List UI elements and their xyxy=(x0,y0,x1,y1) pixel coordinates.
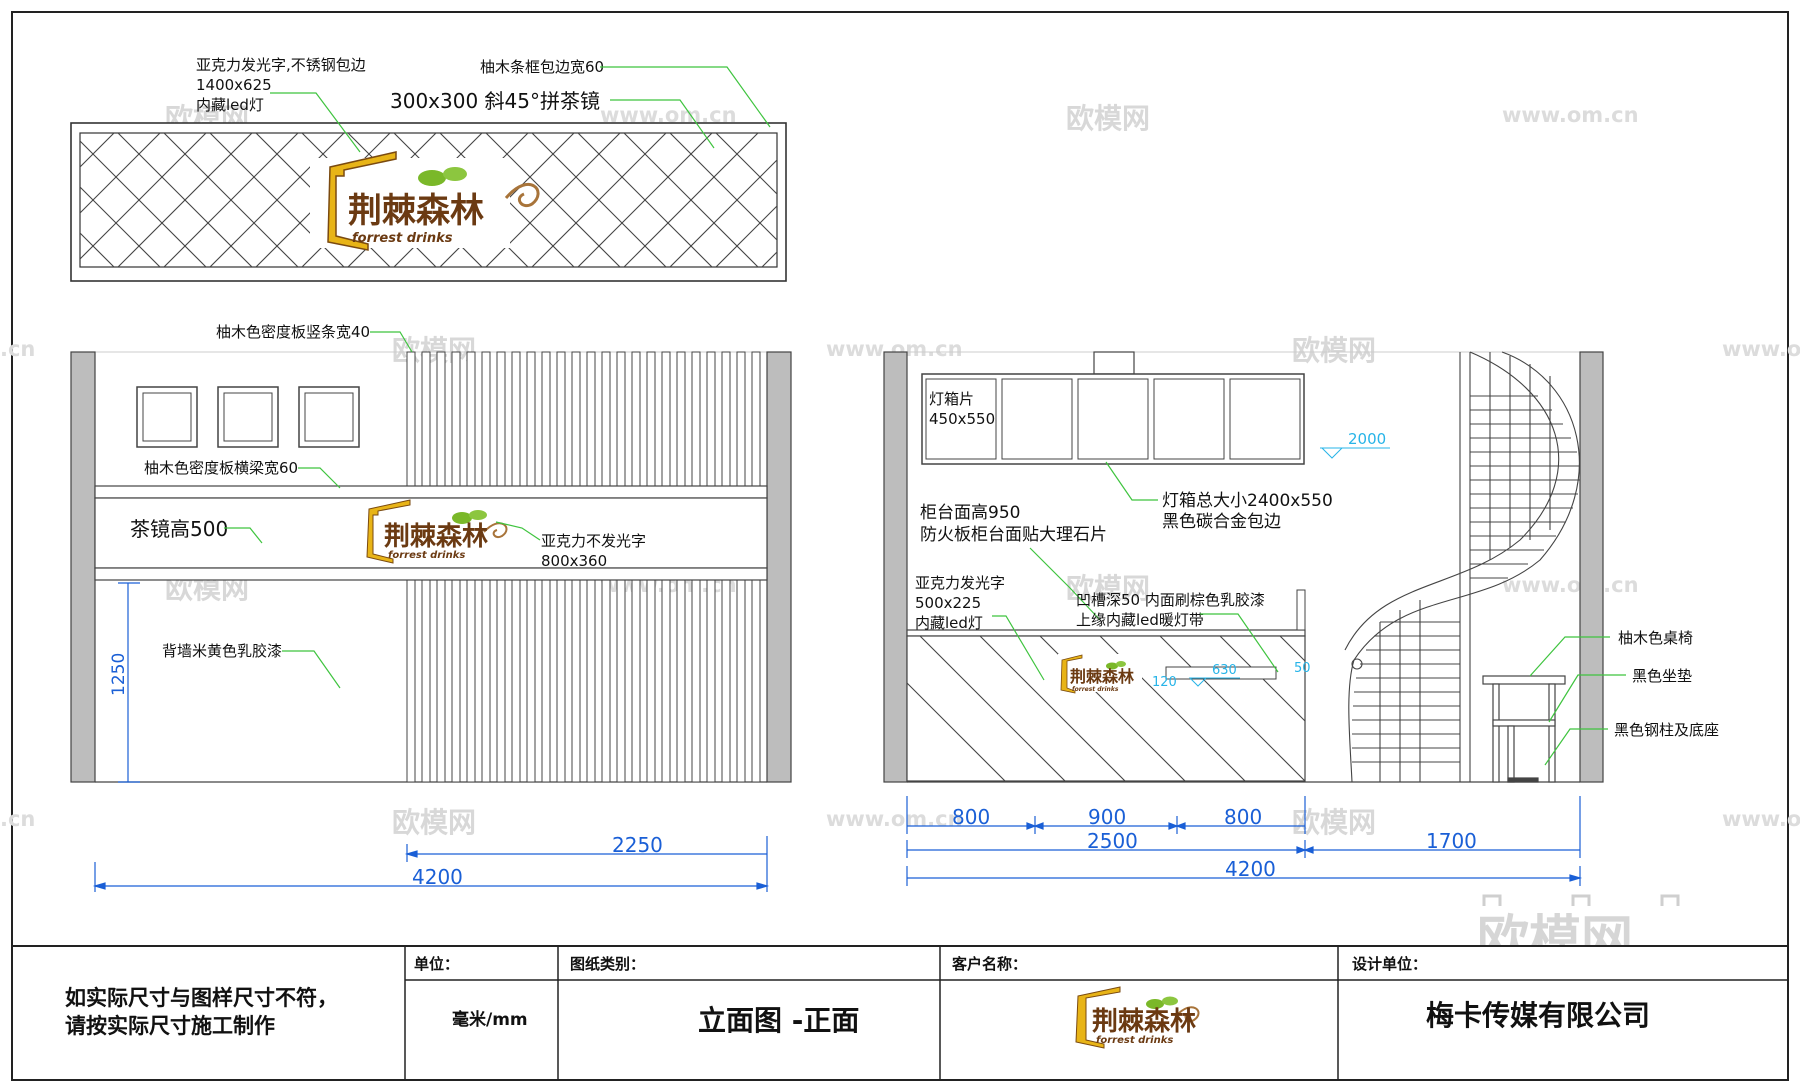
back-wall-dimensions xyxy=(92,582,770,892)
watermark-brand: 欧模网 xyxy=(392,334,476,367)
wall-acrylic-label: 亚克力不发光字 xyxy=(541,532,646,550)
counter-groove xyxy=(1165,666,1277,680)
counter-annotations: 灯箱片 450x550 灯箱总大小2400x550 黑色碳合金包边 柜台面高95… xyxy=(915,390,1719,766)
sign-acrylic-led: 内藏led灯 xyxy=(196,96,264,114)
counter-acrylic-led: 内藏led灯 xyxy=(915,614,983,632)
left-wall-column xyxy=(70,351,96,783)
watermark-brand: 欧模网 xyxy=(392,806,476,839)
watermark-url: www.om.cn xyxy=(1722,807,1800,831)
lightbox-panel-size: 450x550 xyxy=(929,410,995,428)
dim-50: 50 xyxy=(1294,661,1311,676)
counter-dimensions xyxy=(906,796,1583,886)
watermark-url: www.om.cn xyxy=(1502,573,1639,597)
title-block: 如实际尺寸与图样尺寸不符， 请按实际尺寸施工制作 单位： 毫米/mm 图纸类别：… xyxy=(11,945,1789,1081)
watermark-brand: 欧模网 xyxy=(1292,806,1376,839)
wall-logo: 荆棘森林 forrest drinks xyxy=(366,499,508,564)
groove-led-label: 上缘内藏led暖灯带 xyxy=(1076,611,1204,629)
svg-text:荆棘森林: 荆棘森林 xyxy=(1092,1007,1196,1037)
brand-logo: 荆棘森林 forrest drinks xyxy=(310,151,540,251)
wall-acrylic-size: 800x360 xyxy=(541,552,607,570)
tea-mirror-band xyxy=(94,497,768,569)
dim-900: 900 xyxy=(1088,805,1126,829)
wall-slats-label: 柚木色密度板竖条宽40 xyxy=(216,323,370,341)
back-wall-elevation: 荆棘森林 forrest drinks xyxy=(70,351,792,783)
sign-annotations: 亚克力发光字,不锈钢包边 1400x625 内藏led灯 柚木条框包边宽60 3… xyxy=(196,56,771,153)
lightbox-edge-label: 黑色碳合金包边 xyxy=(1162,512,1281,532)
right-wall-column xyxy=(1579,351,1604,783)
wall-beam-label: 柚木色密度板横梁宽60 xyxy=(144,459,298,477)
unit-value: 毫米/mm xyxy=(452,1009,528,1030)
sign-frame-label: 柚木条框包边宽60 xyxy=(480,58,604,76)
drawing-type: 立面图 -正面 xyxy=(698,1004,859,1037)
lightbox xyxy=(921,373,1305,465)
level-2000: 2000 xyxy=(1348,430,1386,448)
unit-heading: 单位： xyxy=(414,955,459,973)
note-line-2: 请按实际尺寸施工制作 xyxy=(65,1014,275,1038)
spiral-staircase xyxy=(1344,351,1580,783)
width-4200-dim: 4200 xyxy=(412,865,463,889)
sign-acrylic-size: 1400x625 xyxy=(196,76,272,94)
sign-acrylic-label: 亚克力发光字,不锈钢包边 xyxy=(196,56,366,74)
dim-2500: 2500 xyxy=(1087,829,1138,853)
designer-name: 梅卡传媒有限公司 xyxy=(1426,999,1650,1032)
client-heading: 客户名称： xyxy=(951,955,1027,973)
svg-text:forrest drinks: forrest drinks xyxy=(1096,1035,1173,1046)
note-line-1: 如实际尺寸与图样尺寸不符， xyxy=(65,986,338,1010)
width-2250-dim: 2250 xyxy=(612,833,663,857)
teak-chair xyxy=(1482,675,1566,783)
dim-120: 120 xyxy=(1152,675,1177,690)
lightbox-total-label: 灯箱总大小2400x550 xyxy=(1162,491,1333,511)
counter-elevation: 荆棘森林 forrest drinks xyxy=(883,351,1604,783)
cushion-label: 黑色坐垫 xyxy=(1632,667,1692,685)
logo-cup-icon xyxy=(327,151,397,251)
left-wall-column xyxy=(883,351,908,783)
counter-acrylic-size: 500x225 xyxy=(915,594,981,612)
chair-label: 柚木色桌椅 xyxy=(1618,629,1693,647)
tea-mirror-label: 茶镜高500 xyxy=(130,517,228,541)
counter-height-label: 柜台面高950 xyxy=(920,503,1020,523)
designer-heading: 设计单位： xyxy=(1352,955,1427,973)
watermark-brand: 欧模网 xyxy=(1292,334,1376,367)
dim-800-right: 800 xyxy=(1224,805,1262,829)
watermark-url: www.om.cn xyxy=(1722,337,1800,361)
svg-text:荆棘森林: 荆棘森林 xyxy=(384,522,488,552)
dim-4200-right: 4200 xyxy=(1225,857,1276,881)
logo-english-text: forrest drinks xyxy=(352,231,453,246)
client-logo: 荆棘森林 forrest drinks xyxy=(1075,986,1200,1049)
svg-text:荆棘森林: 荆棘森林 xyxy=(1070,667,1134,686)
type-heading: 图纸类别： xyxy=(570,955,645,973)
steel-base-label: 黑色钢柱及底座 xyxy=(1614,721,1719,739)
svg-text:forrest drinks: forrest drinks xyxy=(1072,686,1119,693)
logo-chinese-text: 荆棘森林 xyxy=(348,191,484,231)
svg-text:forrest drinks: forrest drinks xyxy=(388,550,465,561)
right-wall-column xyxy=(766,351,792,783)
horizontal-beam xyxy=(94,485,768,499)
height-1250-dim: 1250 xyxy=(109,653,129,696)
watermark-url: .cn xyxy=(0,337,35,361)
counter-logo: 荆棘森林 forrest drinks xyxy=(1058,654,1142,694)
watermark-mark-icon xyxy=(1482,894,1680,906)
counter-top-label: 防火板柜台面贴大理石片 xyxy=(920,525,1107,545)
logo-swirl-icon xyxy=(504,183,540,208)
groove-label: 凹槽深50 内面刷棕色乳胶漆 xyxy=(1076,591,1265,609)
logo-leaf-icon xyxy=(443,167,467,181)
lightbox-bracket xyxy=(1093,351,1135,375)
dim-800-left: 800 xyxy=(952,805,990,829)
watermark-brand: 欧模网 xyxy=(1066,102,1150,135)
watermark-url: www.om.cn xyxy=(826,807,963,831)
wall-paint-label: 背墙米黄色乳胶漆 xyxy=(162,642,282,660)
back-wall-annotations: 柚木色密度板竖条宽40 柚木色密度板横梁宽60 茶镜高500 亚克力不发光字 8… xyxy=(130,323,646,689)
counter-acrylic-label: 亚克力发光字 xyxy=(915,574,1005,592)
logo-leaf-icon xyxy=(418,170,446,186)
signboard-elevation: 荆棘森林 forrest drinks xyxy=(70,122,787,282)
lightbox-panel-label: 灯箱片 xyxy=(929,390,974,408)
watermark-url: www.om.cn xyxy=(1502,103,1639,127)
sign-mirror-label: 300x300 斜45°拼茶镜 xyxy=(390,89,600,113)
dim-1700: 1700 xyxy=(1426,829,1477,853)
level-markers: 2000 630 120 50 xyxy=(1152,430,1390,690)
watermark-url: .cn xyxy=(0,807,35,831)
dim-630: 630 xyxy=(1212,663,1237,678)
